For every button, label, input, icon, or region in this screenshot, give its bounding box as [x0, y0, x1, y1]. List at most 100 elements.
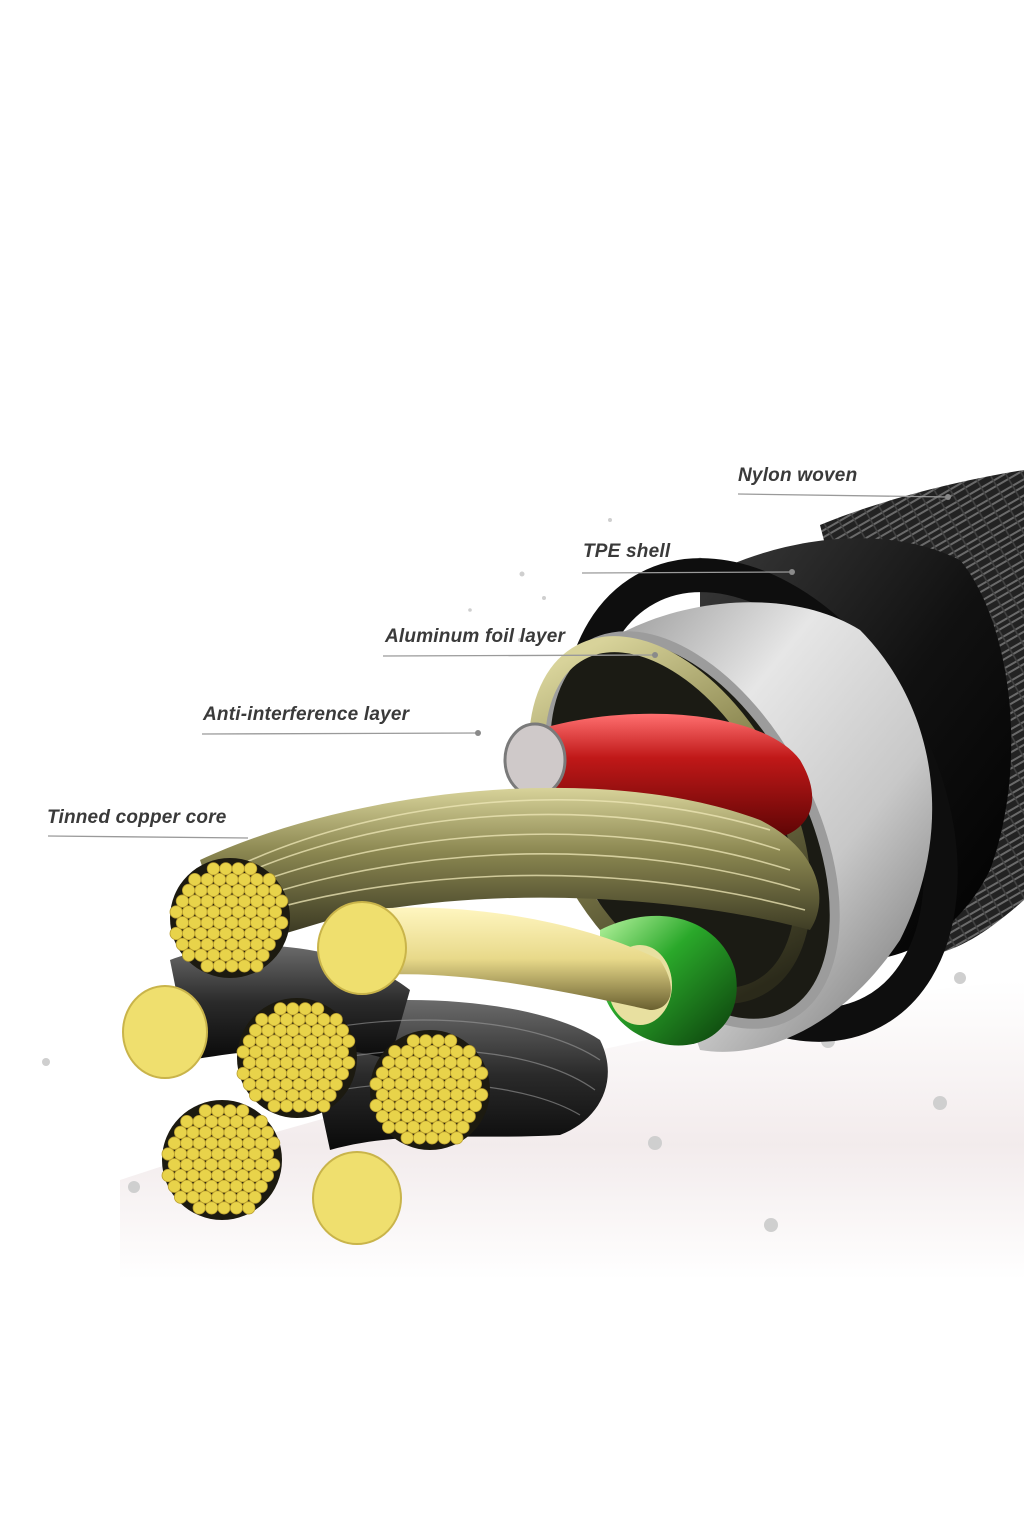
copper-strand: [267, 1077, 281, 1091]
copper-strand: [256, 883, 270, 897]
red-wire-end: [503, 722, 567, 798]
copper-strand: [431, 1034, 445, 1048]
copper-strand: [237, 894, 251, 908]
copper-strand: [198, 1125, 212, 1139]
copper-strand: [437, 1088, 451, 1102]
copper-strand: [225, 959, 239, 973]
copper-strand: [375, 1066, 389, 1080]
copper-strand: [317, 1056, 331, 1070]
copper-strand: [242, 1077, 256, 1091]
copper-strand: [419, 1077, 433, 1091]
copper-strand: [443, 1098, 458, 1113]
copper-strand: [268, 926, 282, 941]
copper-strand: [213, 937, 227, 951]
leader-core: [47, 835, 249, 839]
copper-strand: [180, 1114, 194, 1129]
copper-strand: [292, 1034, 306, 1048]
copper-strand: [223, 1125, 237, 1139]
copper-strand: [266, 1158, 281, 1172]
copper-strand: [260, 1168, 274, 1183]
copper-strand: [304, 1034, 318, 1048]
copper-strand: [394, 1120, 408, 1134]
copper-strand: [254, 1114, 268, 1129]
copper-strand: [329, 1077, 343, 1091]
copper-strand: [236, 1045, 250, 1059]
copper-strand: [388, 1088, 402, 1102]
copper-strand: [292, 1077, 306, 1091]
label-tinned-copper-core: Tinned copper core: [47, 807, 227, 828]
copper-strand: [425, 1066, 439, 1080]
copper-strand: [192, 1114, 206, 1129]
copper-strand: [304, 1077, 318, 1091]
copper-strand: [225, 894, 239, 908]
copper-strand: [256, 948, 270, 962]
copper-strand: [249, 1023, 263, 1037]
copper-strand: [161, 1168, 175, 1183]
copper-strand: [261, 1045, 275, 1059]
copper-strand: [219, 948, 233, 962]
copper-strand: [174, 1190, 188, 1204]
copper-strand: [255, 1034, 269, 1048]
solid-cores: [122, 901, 407, 1245]
copper-strand: [242, 1179, 256, 1193]
copper-strand: [225, 916, 239, 930]
copper-strand: [161, 1147, 175, 1161]
copper-strand: [200, 872, 214, 887]
copper-strand: [217, 1136, 231, 1150]
copper-strand: [211, 1190, 225, 1204]
copper-strand: [267, 1099, 281, 1113]
copper-strand: [167, 1136, 181, 1150]
copper-strand: [225, 872, 239, 887]
copper-strand: [443, 1055, 458, 1069]
copper-strand: [425, 1044, 439, 1059]
copper-strand: [192, 1136, 206, 1150]
copper-strand: [236, 1190, 250, 1204]
copper-strand: [375, 1088, 389, 1102]
copper-strand: [254, 1158, 268, 1172]
copper-strand: [462, 1109, 476, 1123]
copper-strand: [219, 905, 233, 919]
copper-strand: [323, 1088, 337, 1102]
copper-strand: [267, 1056, 281, 1070]
copper-strand: [437, 1131, 451, 1145]
copper-strand: [450, 1066, 464, 1080]
label-tpe-shell: TPE shell: [583, 541, 671, 562]
copper-strand: [244, 905, 258, 919]
copper-strand: [329, 1012, 343, 1027]
copper-strand: [198, 1190, 212, 1204]
copper-strand: [244, 926, 258, 941]
copper-strand: [388, 1066, 402, 1080]
copper-strand: [250, 937, 264, 951]
label-anti-interference-layer: Anti-interference layer: [203, 704, 410, 725]
copper-strand: [279, 1056, 294, 1070]
copper-strand: [206, 948, 220, 962]
copper-strand: [274, 916, 289, 930]
copper-strand: [450, 1088, 464, 1102]
copper-strand: [462, 1044, 476, 1059]
copper-strand: [431, 1120, 445, 1134]
copper-strand: [250, 916, 264, 930]
copper-strand: [450, 1109, 464, 1123]
copper-strand: [175, 916, 189, 930]
copper-strand: [462, 1088, 476, 1102]
copper-strand: [394, 1055, 408, 1069]
copper-strand: [279, 1034, 294, 1048]
copper-strand: [456, 1120, 470, 1134]
copper-strand: [394, 1077, 408, 1091]
copper-strand: [268, 883, 282, 897]
copper-strand: [200, 916, 214, 930]
copper-strand: [182, 926, 196, 941]
copper-strand: [167, 1158, 181, 1172]
copper-strand: [261, 1023, 275, 1037]
copper-strand: [206, 883, 220, 897]
copper-strand: [310, 1045, 325, 1059]
copper-strand: [443, 1120, 458, 1134]
copper-strand: [267, 1034, 281, 1048]
copper-strand: [437, 1066, 451, 1080]
copper-strand: [317, 1099, 331, 1113]
copper-strand: [225, 937, 239, 951]
leader-foil: [382, 654, 656, 657]
copper-strand: [219, 862, 233, 876]
copper-strand: [217, 1158, 231, 1172]
copper-strand: [261, 1066, 275, 1081]
